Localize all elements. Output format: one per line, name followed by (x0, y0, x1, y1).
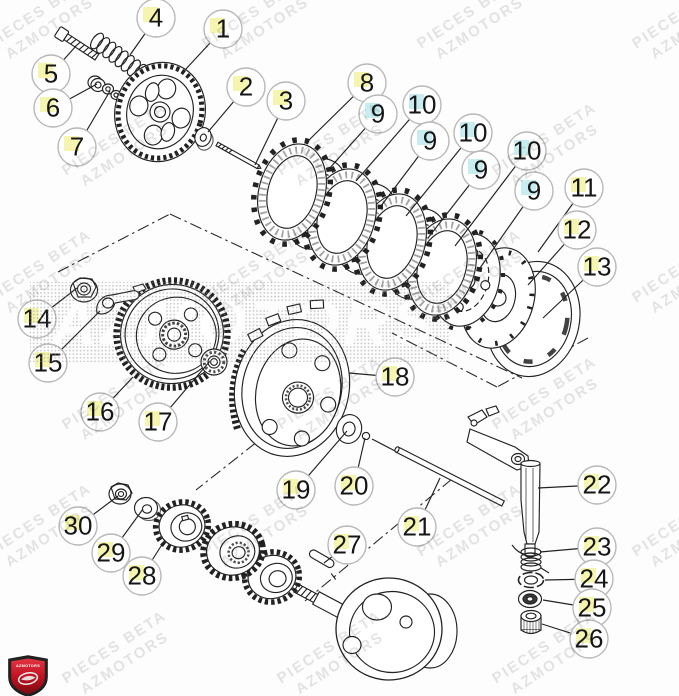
part-6-nut (87, 75, 106, 93)
svg-text:10: 10 (408, 90, 437, 120)
svg-text:9: 9 (474, 155, 488, 185)
callout-27[interactable]: 27 (323, 525, 367, 565)
part-2-washer (194, 127, 214, 151)
callout-23[interactable]: 23 (539, 527, 617, 567)
svg-text:18: 18 (381, 362, 410, 392)
callout-8[interactable]: 8 (305, 63, 387, 144)
svg-text:10: 10 (513, 136, 542, 166)
svg-text:2: 2 (239, 72, 253, 102)
callout-16[interactable]: 16 (80, 376, 134, 432)
callout-9[interactable]: 9 (427, 150, 501, 239)
svg-text:9: 9 (423, 126, 437, 156)
svg-text:1: 1 (216, 14, 230, 44)
callout-28[interactable]: 28 (122, 542, 164, 596)
svg-text:30: 30 (64, 511, 93, 541)
callout-10[interactable]: 10 (454, 131, 547, 247)
part-27-key (308, 549, 337, 580)
svg-text:4: 4 (149, 3, 163, 33)
part-26-needle-bearing (520, 609, 542, 635)
callout-25[interactable]: 25 (542, 588, 612, 628)
clutch-plate-stack (250, 137, 484, 322)
azmotors-logo: AZMOTORS (8, 655, 48, 696)
svg-text:21: 21 (403, 512, 432, 542)
svg-text:16: 16 (86, 397, 115, 427)
svg-text:5: 5 (44, 59, 58, 89)
svg-text:29: 29 (97, 538, 126, 568)
svg-text:23: 23 (583, 532, 612, 562)
svg-text:8: 8 (360, 68, 374, 98)
callout-21[interactable]: 21 (397, 477, 441, 547)
svg-text:7: 7 (70, 132, 84, 162)
svg-text:26: 26 (575, 624, 604, 654)
svg-text:13: 13 (583, 252, 612, 282)
part-20-ball (361, 431, 371, 441)
part-8-friction-disc (250, 137, 334, 247)
part-3-rod (215, 141, 262, 170)
part-25-bearing (517, 589, 543, 609)
callout-30[interactable]: 30 (58, 495, 119, 546)
svg-text:12: 12 (563, 215, 592, 245)
part-29-washer (133, 496, 162, 522)
callout-19[interactable]: 19 (276, 430, 348, 510)
callout-1[interactable]: 1 (184, 9, 243, 71)
logo-text: AZMOTORS (16, 664, 40, 668)
callout-10[interactable]: 10 (405, 113, 493, 217)
part-22-actuator-arm (466, 405, 541, 558)
callout-4[interactable]: 4 (129, 0, 176, 56)
callout-3[interactable]: 3 (254, 81, 306, 166)
callout-9[interactable]: 9 (327, 94, 398, 171)
crankshaft (286, 577, 458, 681)
callout-12[interactable]: 12 (527, 210, 597, 286)
callout-9[interactable]: 9 (380, 121, 450, 207)
svg-text:9: 9 (371, 99, 385, 129)
callout-20[interactable]: 20 (334, 437, 374, 506)
svg-text:6: 6 (46, 93, 60, 123)
part-28-pinion-gear (152, 499, 212, 553)
part-5-bolt (54, 26, 100, 61)
callout-17[interactable]: 17 (138, 360, 211, 442)
part-21-pushrod (371, 438, 506, 507)
part-1-clutch-hub (114, 61, 206, 163)
svg-text:27: 27 (333, 530, 362, 560)
halftone-watermark: AZMOTORS (30, 282, 450, 362)
callout-26[interactable]: 26 (541, 619, 609, 659)
svg-text:3: 3 (279, 86, 293, 116)
svg-text:20: 20 (340, 471, 369, 501)
svg-text:28: 28 (128, 561, 157, 591)
callout-6[interactable]: 6 (33, 83, 98, 128)
callout-11[interactable]: 11 (537, 168, 604, 253)
callout-22[interactable]: 22 (537, 465, 617, 505)
part-23-spring (511, 544, 550, 574)
svg-text:9: 9 (527, 176, 541, 206)
callout-5[interactable]: 5 (31, 45, 77, 94)
svg-text:25: 25 (578, 593, 607, 623)
callout-9[interactable]: 9 (479, 171, 554, 269)
callout-7[interactable]: 7 (57, 90, 111, 167)
callout-29[interactable]: 29 (91, 508, 144, 573)
gear-cluster (200, 520, 303, 605)
svg-text:19: 19 (282, 475, 311, 505)
part-24-circlip (517, 571, 545, 589)
svg-text:17: 17 (144, 407, 173, 437)
svg-text:11: 11 (571, 173, 598, 203)
svg-text:22: 22 (583, 470, 612, 500)
callout-18[interactable]: 18 (348, 357, 415, 397)
callout-13[interactable]: 13 (542, 247, 617, 319)
svg-text:10: 10 (459, 118, 488, 148)
callout-2[interactable]: 2 (207, 67, 266, 133)
